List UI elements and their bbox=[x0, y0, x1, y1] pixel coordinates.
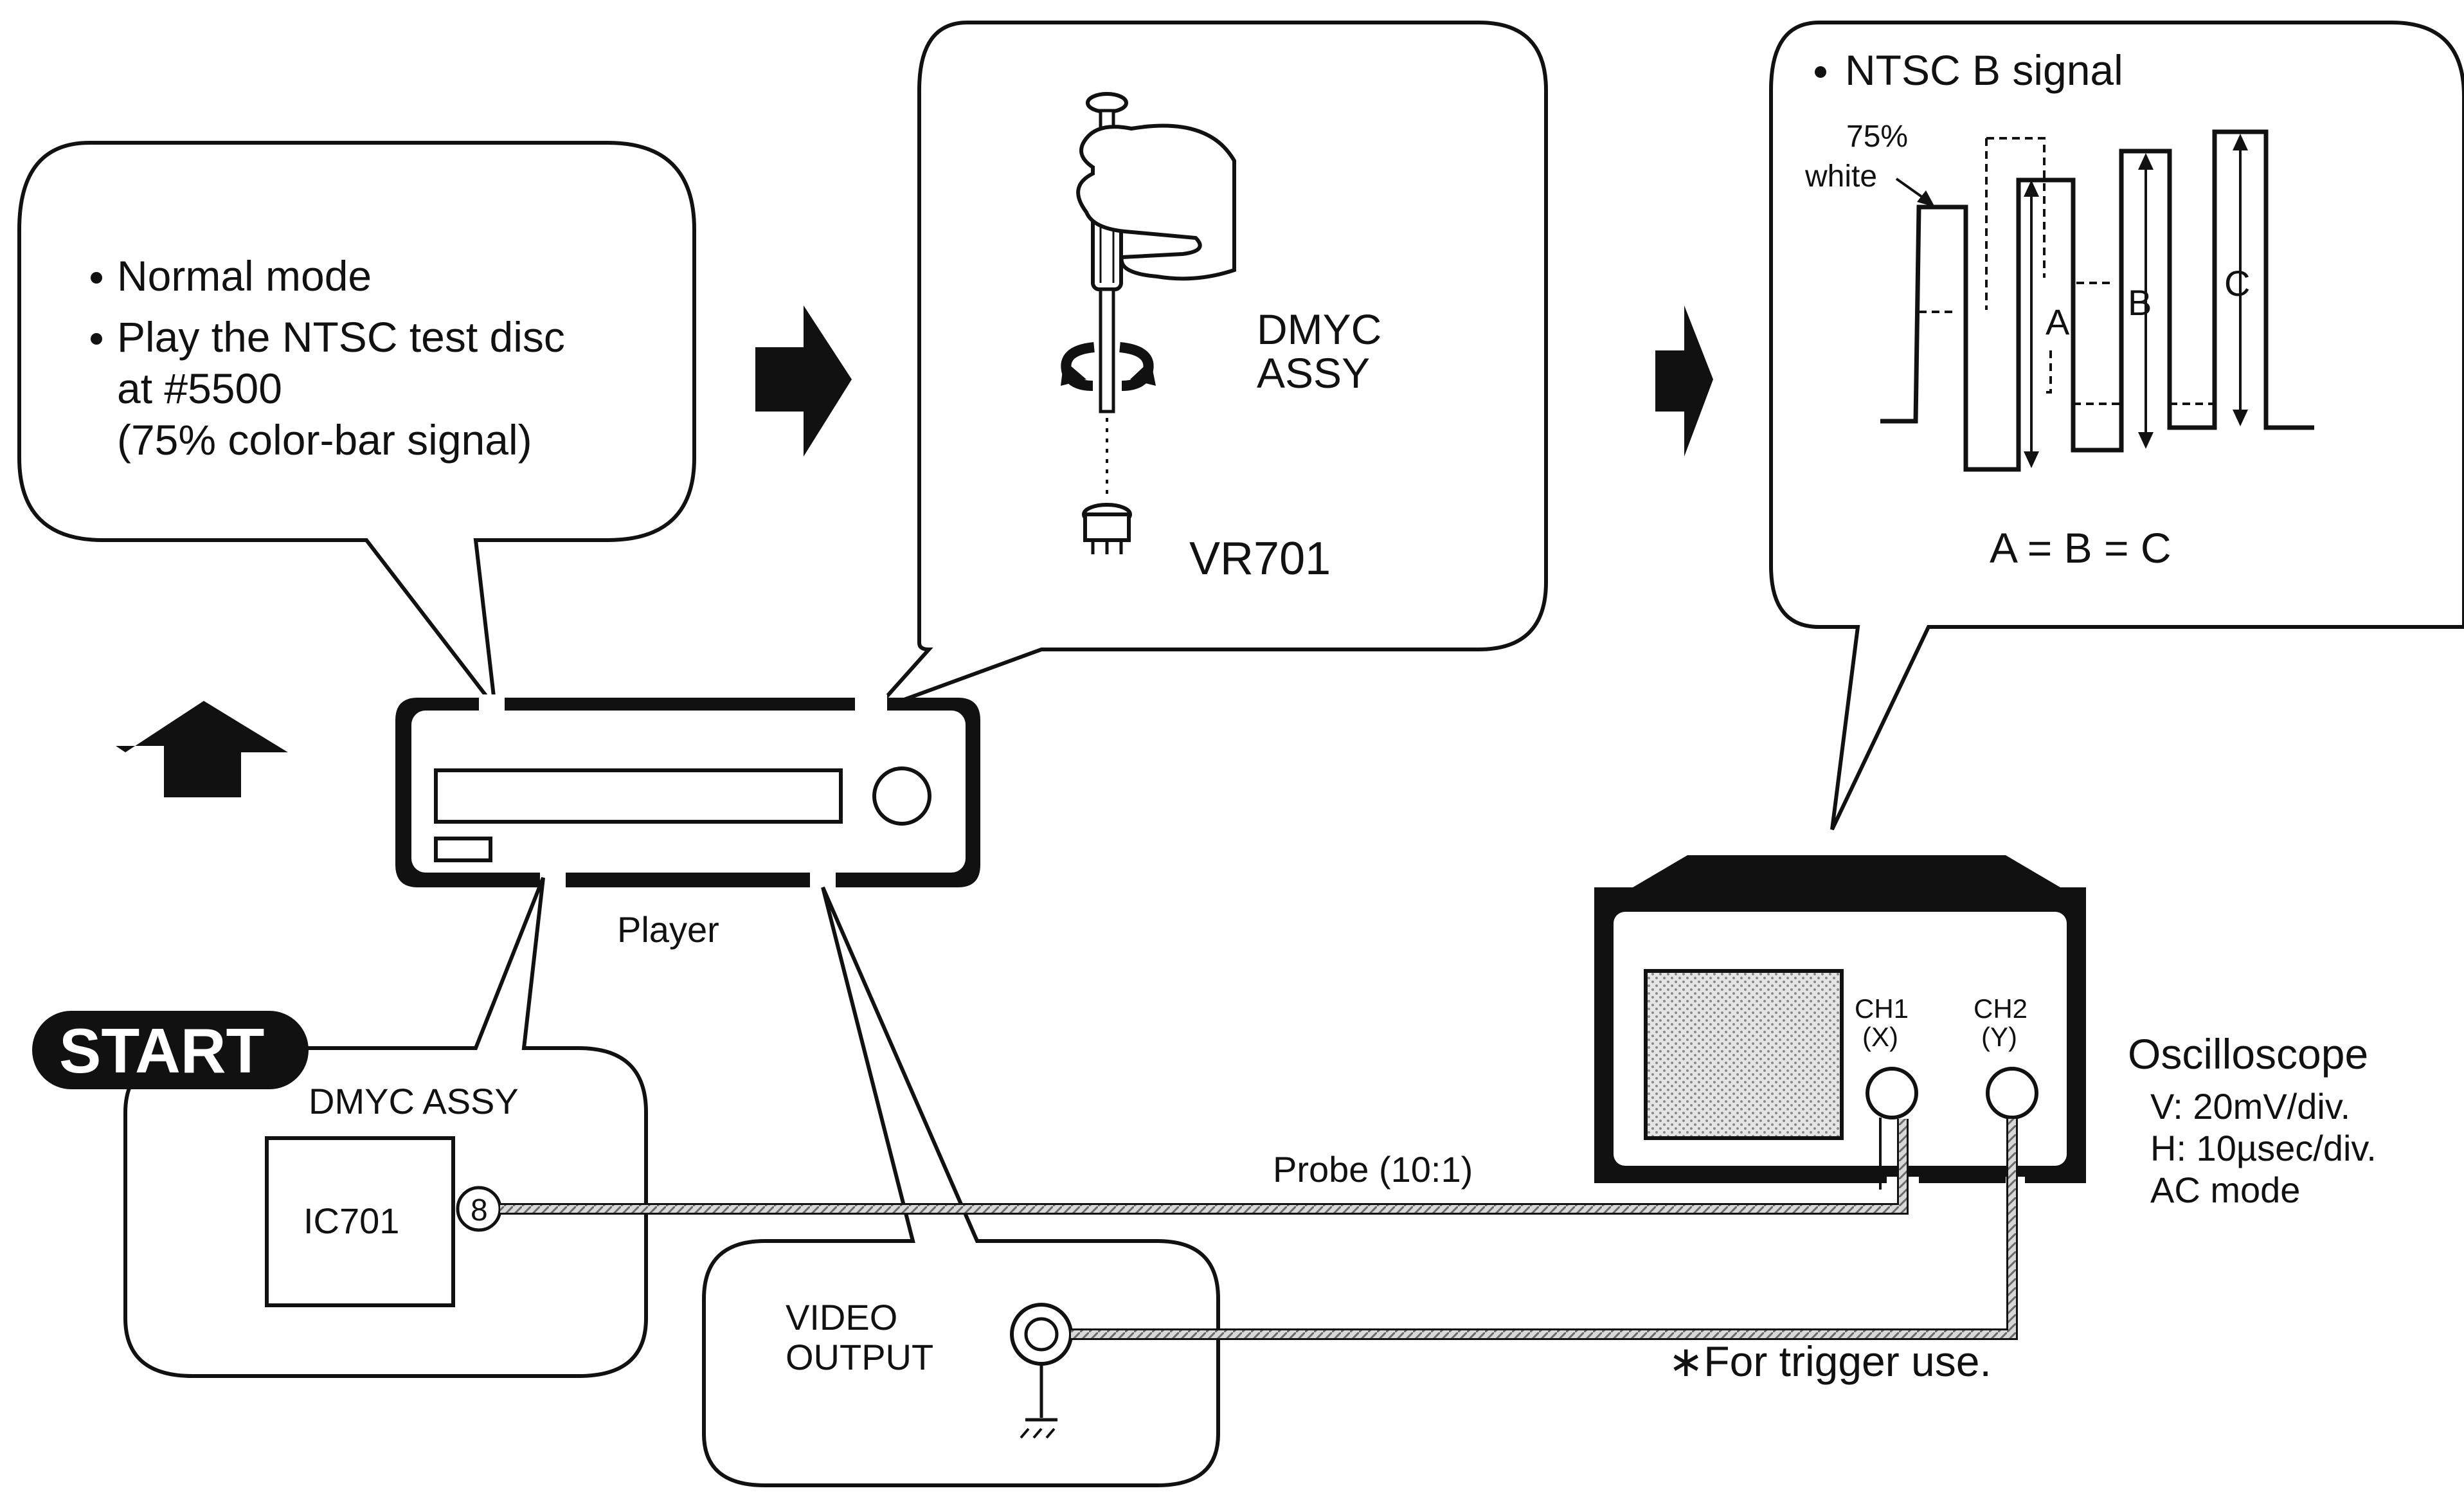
marker-b: B bbox=[2128, 282, 2152, 323]
instruction-line-4: (75% color-bar signal) bbox=[117, 416, 532, 464]
ch1-label-line-1: CH1 bbox=[1855, 993, 1909, 1024]
rotate-icon bbox=[1061, 342, 1156, 391]
dmyc-title: DMYC ASSY bbox=[309, 1081, 519, 1121]
signal-bubble: NTSC B signal 75% white A B C A = B bbox=[1769, 21, 2464, 831]
ground-icon bbox=[1020, 1418, 1057, 1439]
white-label-line-2: white bbox=[1804, 159, 1877, 194]
oscilloscope-title: Oscilloscope bbox=[2128, 1030, 2368, 1078]
video-output-line-1: VIDEO bbox=[786, 1297, 897, 1337]
hand-icon bbox=[1076, 123, 1236, 281]
ch2-connector bbox=[1986, 1067, 2038, 1119]
measure-a: A bbox=[2024, 180, 2070, 468]
bullet-icon bbox=[1815, 66, 1826, 78]
player-knob-icon bbox=[872, 766, 931, 826]
start-badge: START bbox=[32, 1011, 309, 1089]
dmyc-board-bubble: DMYC ASSY IC701 8 bbox=[123, 876, 648, 1378]
instruction-line-2: Play the NTSC test disc bbox=[117, 313, 565, 361]
assy-label-line-2: ASSY bbox=[1257, 349, 1370, 397]
scope-setting-mode: AC mode bbox=[2150, 1170, 2300, 1210]
instruction-line-3: at #5500 bbox=[117, 365, 282, 412]
start-label: START bbox=[59, 1015, 264, 1086]
player-button bbox=[434, 837, 492, 862]
video-output-bubble: VIDEO OUTPUT bbox=[702, 886, 1220, 1487]
adjustment-bubble: DMYC ASSY VR701 bbox=[872, 21, 1548, 712]
probe-label: Probe (10:1) bbox=[1273, 1149, 1473, 1190]
scope-screen bbox=[1644, 969, 1844, 1140]
ch2-label-line-2: (Y) bbox=[1981, 1022, 2017, 1052]
scope-setting-v: V: 20mV/div. bbox=[2150, 1086, 2350, 1127]
signal-title: NTSC B signal bbox=[1845, 46, 2123, 94]
marker-c: C bbox=[2224, 263, 2250, 304]
measure-b: B bbox=[2128, 153, 2154, 449]
video-output-line-2: OUTPUT bbox=[786, 1337, 933, 1377]
white-label-line-1: 75% bbox=[1846, 120, 1908, 154]
potentiometer-icon bbox=[1082, 503, 1132, 554]
arrow-right-icon bbox=[755, 305, 852, 457]
instruction-bubble: Normal mode Play the NTSC test disc at #… bbox=[17, 141, 696, 714]
pointer-arrowhead-icon bbox=[1917, 190, 1935, 207]
measure-c: C bbox=[2224, 134, 2250, 426]
player-device bbox=[395, 694, 980, 894]
ch1-label-line-2: (X) bbox=[1862, 1022, 1898, 1052]
marker-a: A bbox=[2046, 302, 2070, 342]
pin-number: 8 bbox=[471, 1193, 488, 1228]
bullet-icon bbox=[91, 333, 102, 345]
part-label: VR701 bbox=[1189, 533, 1331, 584]
arrow-up-icon bbox=[116, 701, 288, 797]
trigger-cable bbox=[1071, 1119, 2018, 1340]
ic-label: IC701 bbox=[303, 1201, 399, 1241]
trigger-note: ∗For trigger use. bbox=[1668, 1337, 1992, 1385]
probe-cable bbox=[500, 1118, 1909, 1215]
ch1-connector bbox=[1866, 1067, 1918, 1119]
bullet-icon bbox=[91, 272, 102, 284]
equation: A = B = C bbox=[1990, 524, 2172, 572]
ch2-label-line-1: CH2 bbox=[1974, 993, 2028, 1024]
instruction-line-1: Normal mode bbox=[117, 252, 372, 300]
player-label: Player bbox=[617, 909, 719, 950]
oscilloscope-device: CH1 (X) CH2 (Y) bbox=[1594, 855, 2086, 1190]
ic-chip bbox=[265, 1136, 455, 1307]
arrow-right-icon bbox=[1655, 305, 1713, 457]
assy-label-line-1: DMYC bbox=[1257, 305, 1381, 353]
waveform-dashed bbox=[1919, 137, 2267, 428]
disc-tray bbox=[434, 768, 843, 824]
waveform-solid bbox=[1880, 129, 2314, 472]
scope-setting-h: H: 10µsec/div. bbox=[2150, 1128, 2377, 1168]
